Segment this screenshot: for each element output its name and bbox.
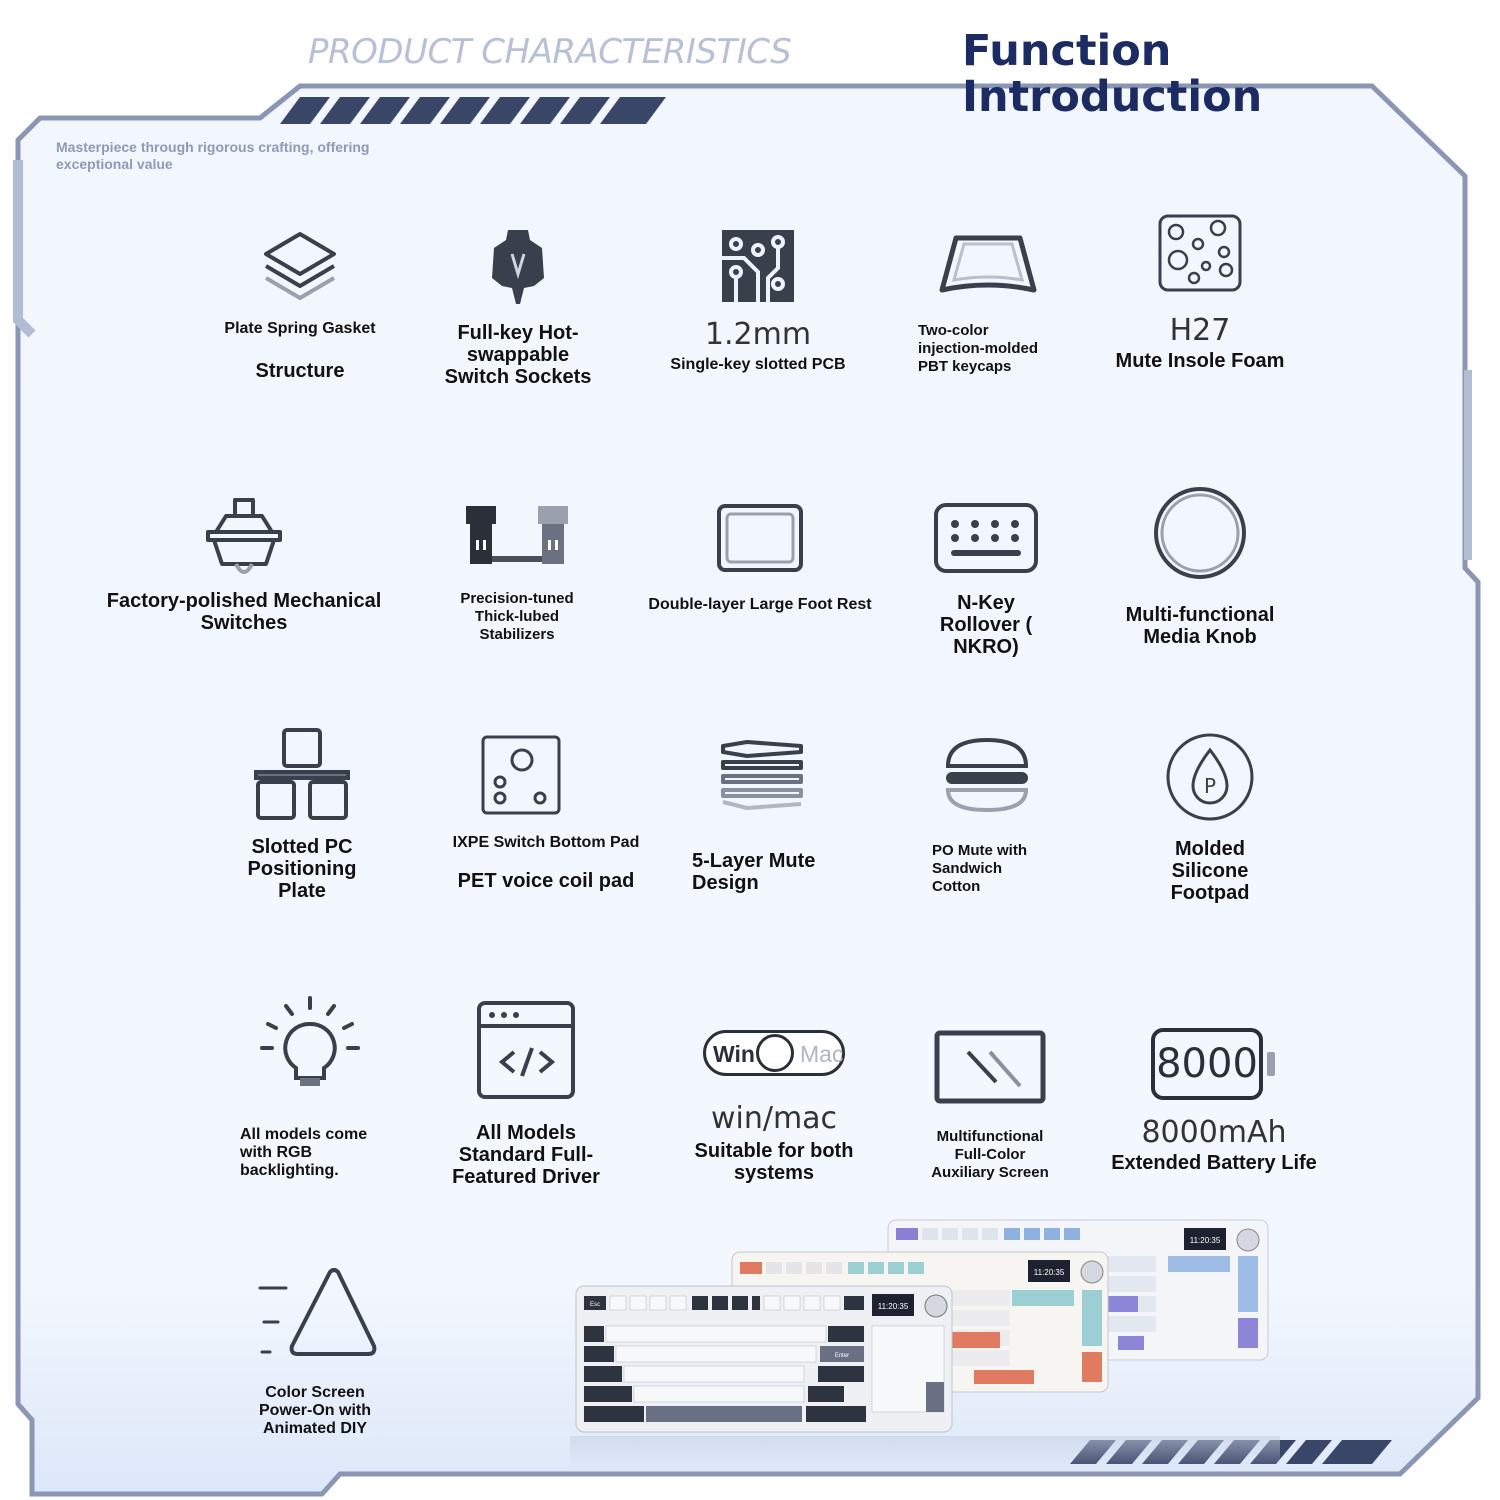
top-stripes [280,97,666,124]
feature-label: Suitable for both systems [694,1140,854,1184]
win-mac-toggle-icon: Win Mac [703,1030,845,1076]
feature-bottom-pad: IXPE Switch Bottom Pad PET voice coil pa… [446,734,646,892]
feature-foot-rest: Double-layer Large Foot Rest [640,502,880,614]
feature-label: Single-key slotted PCB [670,356,846,373]
layers-icon [264,232,336,300]
knob-icon [1154,487,1246,579]
code-window-icon [477,1001,575,1099]
feature-mute-layers: 5-Layer Mute Design [692,738,832,894]
feature-silicone-footpad: P Molded Silicone Footpad [1150,732,1270,904]
feature-label: Extended Battery Life [1111,1152,1317,1174]
feature-label: Full-key Hot-swappable Switch Sockets [444,322,592,388]
feature-pcb: 1.2mm Single-key slotted PCB [660,228,856,374]
aux-screen-icon [934,1030,1046,1104]
feature-label: N-Key Rollover ( NKRO) [939,592,1033,658]
sandwich-icon [945,738,1029,813]
ghost-title: PRODUCT CHARACTERISTICS [308,32,792,72]
page-title: Function Introduction [962,28,1262,120]
page-title-line2: Introduction [962,72,1263,122]
toggle-mac-label: Mac [800,1041,844,1067]
tagline: Masterpiece through rigorous crafting, o… [56,139,370,172]
feature-value: 1.2mm [704,317,812,352]
toggle-win-label: Win [713,1041,755,1067]
pcb-icon [722,230,794,302]
feature-label: Plate Spring Gasket [224,320,376,337]
bulb-icon [260,996,360,1086]
feature-label-2: PET voice coil pad [457,870,635,892]
kb-middle-time: 11:20:35 [1034,1268,1065,1277]
footpad-icon: P [1166,733,1254,821]
toggle-knob [756,1034,794,1072]
feature-win-mac: Win Mac win/mac Suitable for both system… [660,1030,888,1184]
feature-label: IXPE Switch Bottom Pad [452,834,640,851]
feature-label: Factory-polished Mechanical Switches [106,590,382,634]
feature-label: PO Mute with Sandwich Cotton [932,842,1027,895]
feature-value: 8000mAh [1141,1115,1287,1150]
svg-text:P: P [1204,774,1216,798]
bottom-pad-icon [481,735,561,815]
foam-icon [1158,214,1242,292]
keyboard-lineup-image: 11:20:35 11:20:35 Esc [570,1219,1280,1470]
stabilizer-icon [466,506,568,564]
feature-pbt-keycaps: Two-color injection-molded PBT keycaps [918,228,1058,376]
positioning-plate-icon [254,728,350,820]
feature-label: All Models Standard Full-Featured Driver [452,1122,600,1188]
mechanical-switch-icon [206,498,282,574]
feature-nkro: N-Key Rollover ( NKRO) [920,502,1052,658]
feature-label: Molded Silicone Footpad [1170,838,1250,904]
feature-animated-diy: Color Screen Power-On with Animated DIY [240,1266,390,1438]
feature-label-2: Structure [255,360,345,382]
keycap-icon [939,235,1037,293]
feature-insole-foam: H27 Mute Insole Foam [1110,214,1290,372]
feature-label: Two-color injection-molded PBT keycaps [918,322,1038,375]
feature-stabilizers: Precision-tuned Thick-lubed Stabilizers [452,500,582,644]
triangle-icon [258,1268,377,1356]
feature-value: H27 [1169,313,1231,348]
feature-aux-screen: Multifunctional Full-Color Auxiliary Scr… [926,1030,1054,1182]
kb-esc: Esc [590,1302,600,1308]
feature-hot-swap: Full-key Hot-swappable Switch Sockets [440,226,596,388]
feature-media-knob: Multi-functional Media Knob [1120,486,1280,648]
foot-rest-icon [717,504,803,572]
feature-plate-spring-gasket: Plate Spring Gasket Structure [210,228,390,382]
feature-label: Multifunctional Full-Color Auxiliary Scr… [931,1128,1049,1181]
feature-driver: All Models Standard Full-Featured Driver [450,1000,602,1188]
feature-label: Slotted PC Positioning Plate [247,836,357,902]
feature-battery: 8000 8000mAh Extended Battery Life [1108,1028,1320,1174]
feature-sandwich-cotton: PO Mute with Sandwich Cotton [932,738,1042,896]
feature-mechanical-switches: Factory-polished Mechanical Switches [78,498,410,634]
switch-socket-icon [492,230,544,304]
page-title-line1: Function [962,26,1172,76]
kb-enter: Enter [835,1353,849,1359]
kb-front-time: 11:20:35 [878,1302,909,1311]
feature-label: Double-layer Large Foot Rest [648,596,872,613]
battery-label: 8000 [1156,1041,1258,1087]
feature-label: Precision-tuned Thick-lubed Stabilizers [460,590,574,643]
keyboard-front: Esc 11:20:35 Enter [575,1285,953,1433]
kb-back-time: 11:20:35 [1190,1236,1221,1245]
feature-positioning-plate: Slotted PC Positioning Plate [240,728,364,902]
nkro-icon [934,503,1038,573]
feature-label: Color Screen Power-On with Animated DIY [259,1384,371,1437]
mute-layers-icon [721,740,803,810]
feature-value: win/mac [710,1101,838,1136]
feature-label: Multi-functional Media Knob [1125,604,1275,648]
feature-label: All models come with RGB backlighting. [240,1126,368,1179]
feature-rgb: All models come with RGB backlighting. [240,996,380,1180]
battery-icon: 8000 [1151,1028,1277,1100]
feature-label: 5-Layer Mute Design [692,850,816,894]
feature-label: Mute Insole Foam [1115,350,1285,372]
